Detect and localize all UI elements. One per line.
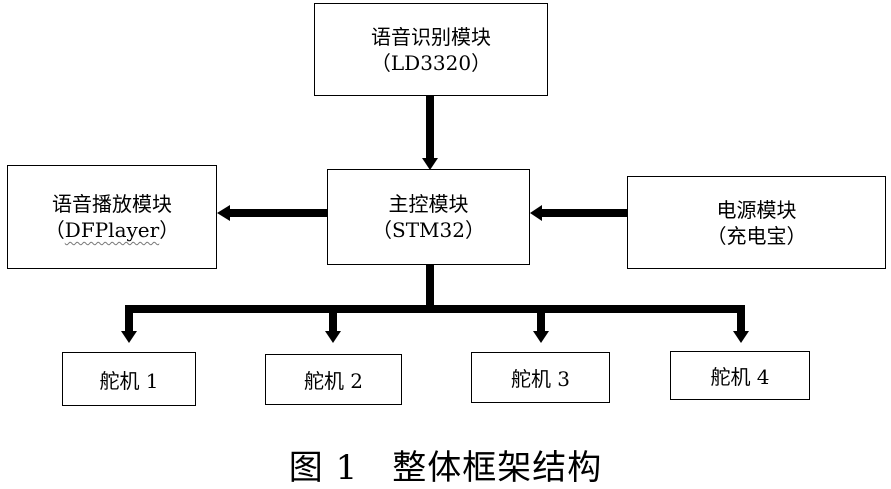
voice-playback-title: 语音播放模块 xyxy=(52,192,172,216)
arrowhead-servo-3 xyxy=(533,331,549,343)
power-module-box: 电源模块 （充电宝） xyxy=(627,176,886,269)
figure-caption: 图 1 整体框架结构 xyxy=(0,440,891,489)
power-subtitle: （充电宝） xyxy=(706,223,807,248)
servo-1-label: 舵机 1 xyxy=(99,368,159,393)
arrowhead-left-main xyxy=(530,205,542,221)
voice-playback-module-box: 语音播放模块 （DFPlayer） xyxy=(7,165,217,269)
main-control-module-box: 主控模块 （STM32） xyxy=(327,169,530,265)
servo-3-box: 舵机 3 xyxy=(471,352,610,403)
power-title: 电源模块 xyxy=(716,197,797,222)
arrowhead-servo-4 xyxy=(733,331,749,343)
servo-2-box: 舵机 2 xyxy=(265,354,402,405)
figure-title: 整体框架结构 xyxy=(392,448,603,488)
figure-number: 图 1 xyxy=(288,448,359,488)
arrowhead-down-main xyxy=(422,158,438,170)
voice-playback-subtitle: （DFPlayer） xyxy=(45,217,179,243)
arrowhead-servo-2 xyxy=(325,331,341,343)
voice-recognition-title: 语音识别模块 xyxy=(371,24,491,49)
servo-1-box: 舵机 1 xyxy=(62,352,196,406)
servo-3-label: 舵机 3 xyxy=(510,367,571,391)
servo-2-label: 舵机 2 xyxy=(303,369,364,393)
arrowhead-left-playback xyxy=(217,205,230,221)
main-control-title: 主控模块 xyxy=(388,192,469,216)
servo-4-label: 舵机 4 xyxy=(710,365,770,389)
servo-4-box: 舵机 4 xyxy=(670,351,810,400)
arrowhead-servo-1 xyxy=(121,331,137,343)
voice-playback-subtitle-open: （ xyxy=(44,218,65,242)
voice-playback-subtitle-name: DFPlayer xyxy=(64,218,160,242)
voice-recognition-module-box: 语音识别模块 （LD3320） xyxy=(314,3,548,96)
voice-playback-subtitle-close: ） xyxy=(159,218,180,242)
voice-recognition-subtitle: （LD3320） xyxy=(370,50,492,75)
main-control-subtitle: （STM32） xyxy=(372,218,485,242)
